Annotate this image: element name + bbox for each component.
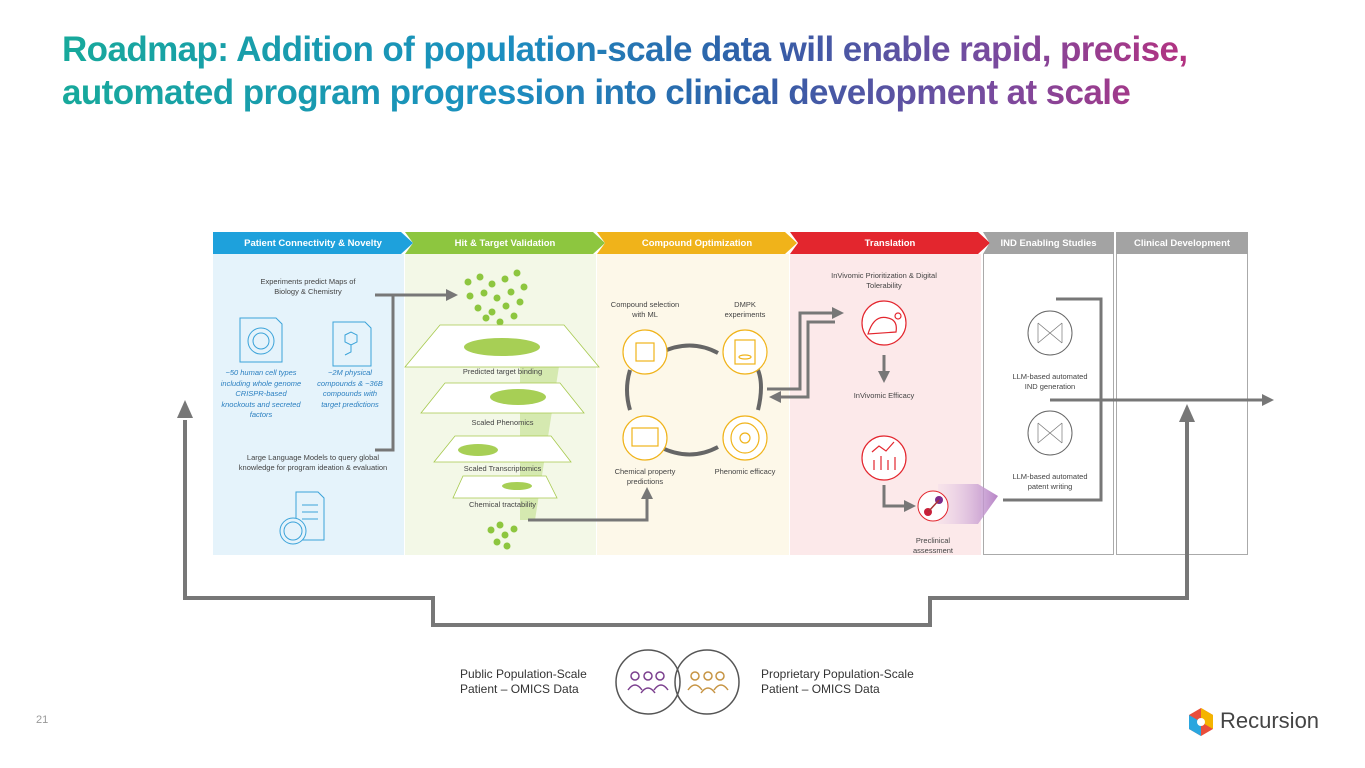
stage-header-hit: Hit & Target Validation (405, 232, 605, 254)
loop-arrowhead-left (177, 400, 193, 418)
mouse-icon (861, 300, 907, 346)
dmpk-label: DMPK experiments (724, 300, 766, 319)
stage-label: Patient Connectivity & Novelty (244, 237, 382, 249)
stage-header-compound: Compound Optimization (597, 232, 797, 254)
efficacy-chart-icon (861, 435, 907, 481)
compound-selection-label: Compound selection with ML (610, 300, 680, 319)
panel-ind (983, 254, 1114, 555)
cell-types-label: ~50 human cell types including whole gen… (220, 368, 302, 419)
cell-icon (722, 415, 768, 461)
cell-document-icon (239, 317, 283, 363)
molecule-cluster-icon (464, 269, 528, 326)
loop-arrowhead-right (1179, 404, 1195, 422)
public-data-label: Public Population-Scale Patient – OMICS … (460, 667, 587, 696)
stage-label: Translation (864, 237, 916, 249)
molecule-hit-icon (487, 521, 518, 550)
phenomic-efficacy-label: Phenomic efficacy (714, 467, 776, 476)
layer-scaled-transcriptomics: Scaled Transcriptomics (463, 464, 542, 473)
monitor-molecule-icon (622, 415, 668, 461)
invivomic-prioritization-label: InVivomic Prioritization & Digital Toler… (831, 271, 937, 290)
progression-chevron (938, 484, 998, 524)
stage-header-clinical: Clinical Development (1116, 232, 1248, 254)
chemical-property-label: Chemical property predictions (614, 467, 676, 486)
layer-chemical-tractability: Chemical tractability (468, 500, 537, 509)
page-number: 21 (36, 714, 49, 726)
public-patients-icon (615, 649, 740, 715)
recursion-logo-icon (1189, 708, 1213, 736)
compounds-label: ~2M physical compounds & ~36B compounds … (317, 368, 383, 409)
proprietary-patients-icon (687, 671, 729, 694)
stage-header-patient: Patient Connectivity & Novelty (213, 232, 413, 254)
maps-label: Experiments predict Maps of Biology & Ch… (260, 277, 356, 296)
ind-generation-label: LLM-based automated IND generation (1012, 372, 1088, 391)
chip-icon (622, 329, 668, 375)
invivomic-efficacy-label: InVivomic Efficacy (853, 391, 915, 400)
patent-writing-label: LLM-based automated patent writing (1012, 472, 1088, 491)
stage-label: Clinical Development (1133, 237, 1231, 249)
layer-predicted-target-binding: Predicted target binding (462, 367, 543, 376)
compound-document-icon (332, 321, 372, 367)
stage-header-ind: IND Enabling Studies (983, 232, 1114, 254)
stage-label: Compound Optimization (641, 237, 753, 249)
stage-label: IND Enabling Studies (1000, 237, 1097, 249)
dmpk-instrument-icon (722, 329, 768, 375)
brand-name: Recursion (1220, 708, 1320, 733)
proprietary-data-label: Proprietary Population-Scale Patient – O… (761, 667, 914, 696)
llm-document-icon (279, 491, 325, 545)
preclinical-molecule-icon (917, 490, 949, 522)
panel-clinical (1116, 254, 1248, 555)
llm-label: Large Language Models to query global kn… (238, 453, 388, 472)
stage-header-translation: Translation (790, 232, 990, 254)
layer-scaled-phenomics: Scaled Phenomics (471, 418, 534, 427)
stage-label: Hit & Target Validation (454, 237, 556, 249)
preclinical-label: Preclinical assessment (912, 536, 954, 555)
slide-title: Roadmap: Addition of population-scale da… (62, 28, 1312, 114)
